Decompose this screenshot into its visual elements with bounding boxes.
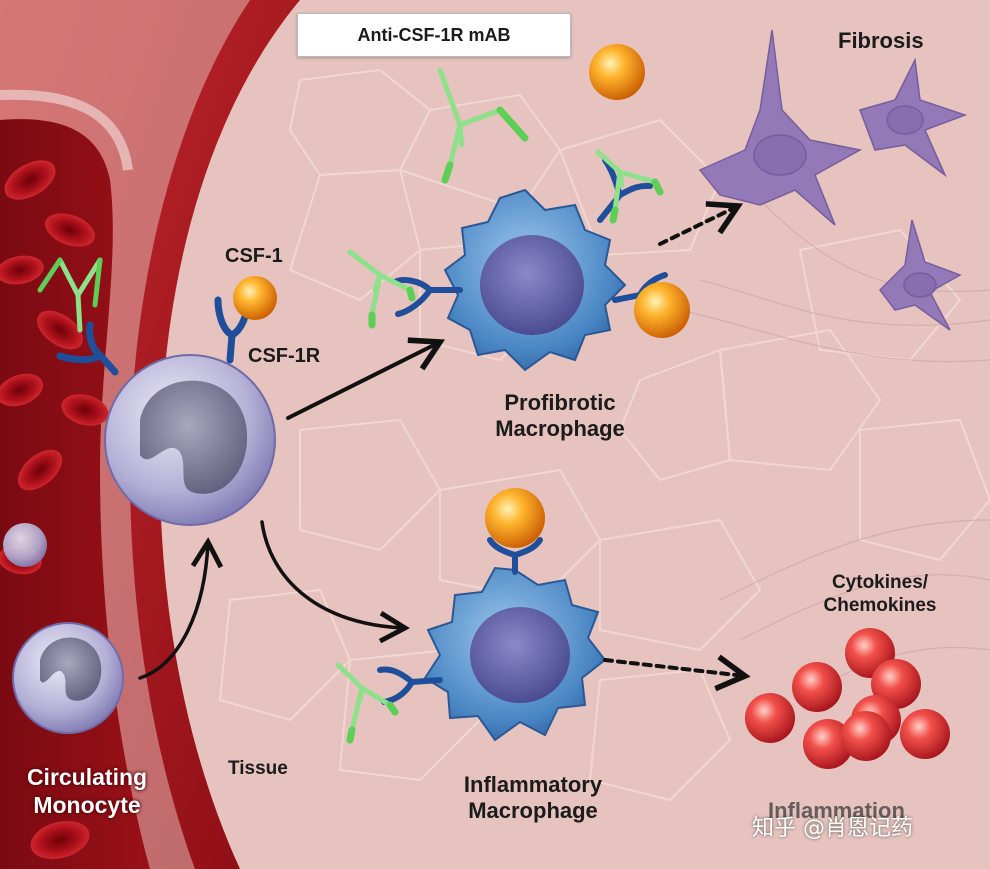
tissue-cells <box>218 68 990 802</box>
inflammatory-macrophage-cell <box>423 566 607 742</box>
tissue-label: Tissue <box>228 758 288 779</box>
csf1-ligand <box>233 276 277 320</box>
csf1-free <box>589 44 645 100</box>
inflammatory-line1: Inflammatory <box>463 772 603 797</box>
fibrosis-label: Fibrosis <box>838 28 924 53</box>
profibrotic-line1: Profibrotic <box>504 390 616 415</box>
small-monocyte <box>3 523 47 567</box>
csf1-ligand-inflammatory <box>485 488 545 548</box>
profibrotic-line2: Macrophage <box>495 416 625 442</box>
cytokines <box>745 628 950 769</box>
inflammatory-line2: Macrophage <box>468 798 598 824</box>
circulating-monocyte-label: Circulating Monocyte <box>2 764 172 819</box>
cytokines-label: Cytokines/ Chemokines <box>790 572 970 618</box>
csf1-ligand-profibrotic <box>634 282 690 338</box>
arrows <box>138 201 751 692</box>
antibody-label: Anti-CSF-1R mAB <box>297 13 571 57</box>
csf1-label: CSF-1 <box>225 245 283 267</box>
inflammatory-macrophage-label: Inflammatory Macrophage <box>433 772 633 825</box>
profibrotic-macrophage-label: Profibrotic Macrophage <box>470 390 650 443</box>
circulating-line1: Circulating <box>26 764 148 790</box>
central-monocyte-cell <box>104 354 276 526</box>
profibrotic-macrophage-cell <box>443 188 627 372</box>
fibroblasts <box>698 29 968 331</box>
antibodies-profibrotic <box>347 67 664 329</box>
circulating-line2: Monocyte <box>33 791 141 818</box>
cytokines-line2: Chemokines <box>823 594 937 616</box>
cytokines-line1: Cytokines/ <box>831 572 929 593</box>
watermark: 知乎 @肖恩记药 <box>752 816 913 841</box>
antibody-vessel <box>37 257 103 333</box>
csf1r-label: CSF-1R <box>248 345 321 367</box>
circulating-monocyte-cell <box>12 622 124 734</box>
inflammation-label: Inflammation <box>768 798 905 823</box>
antibody-inflammatory <box>335 662 399 744</box>
